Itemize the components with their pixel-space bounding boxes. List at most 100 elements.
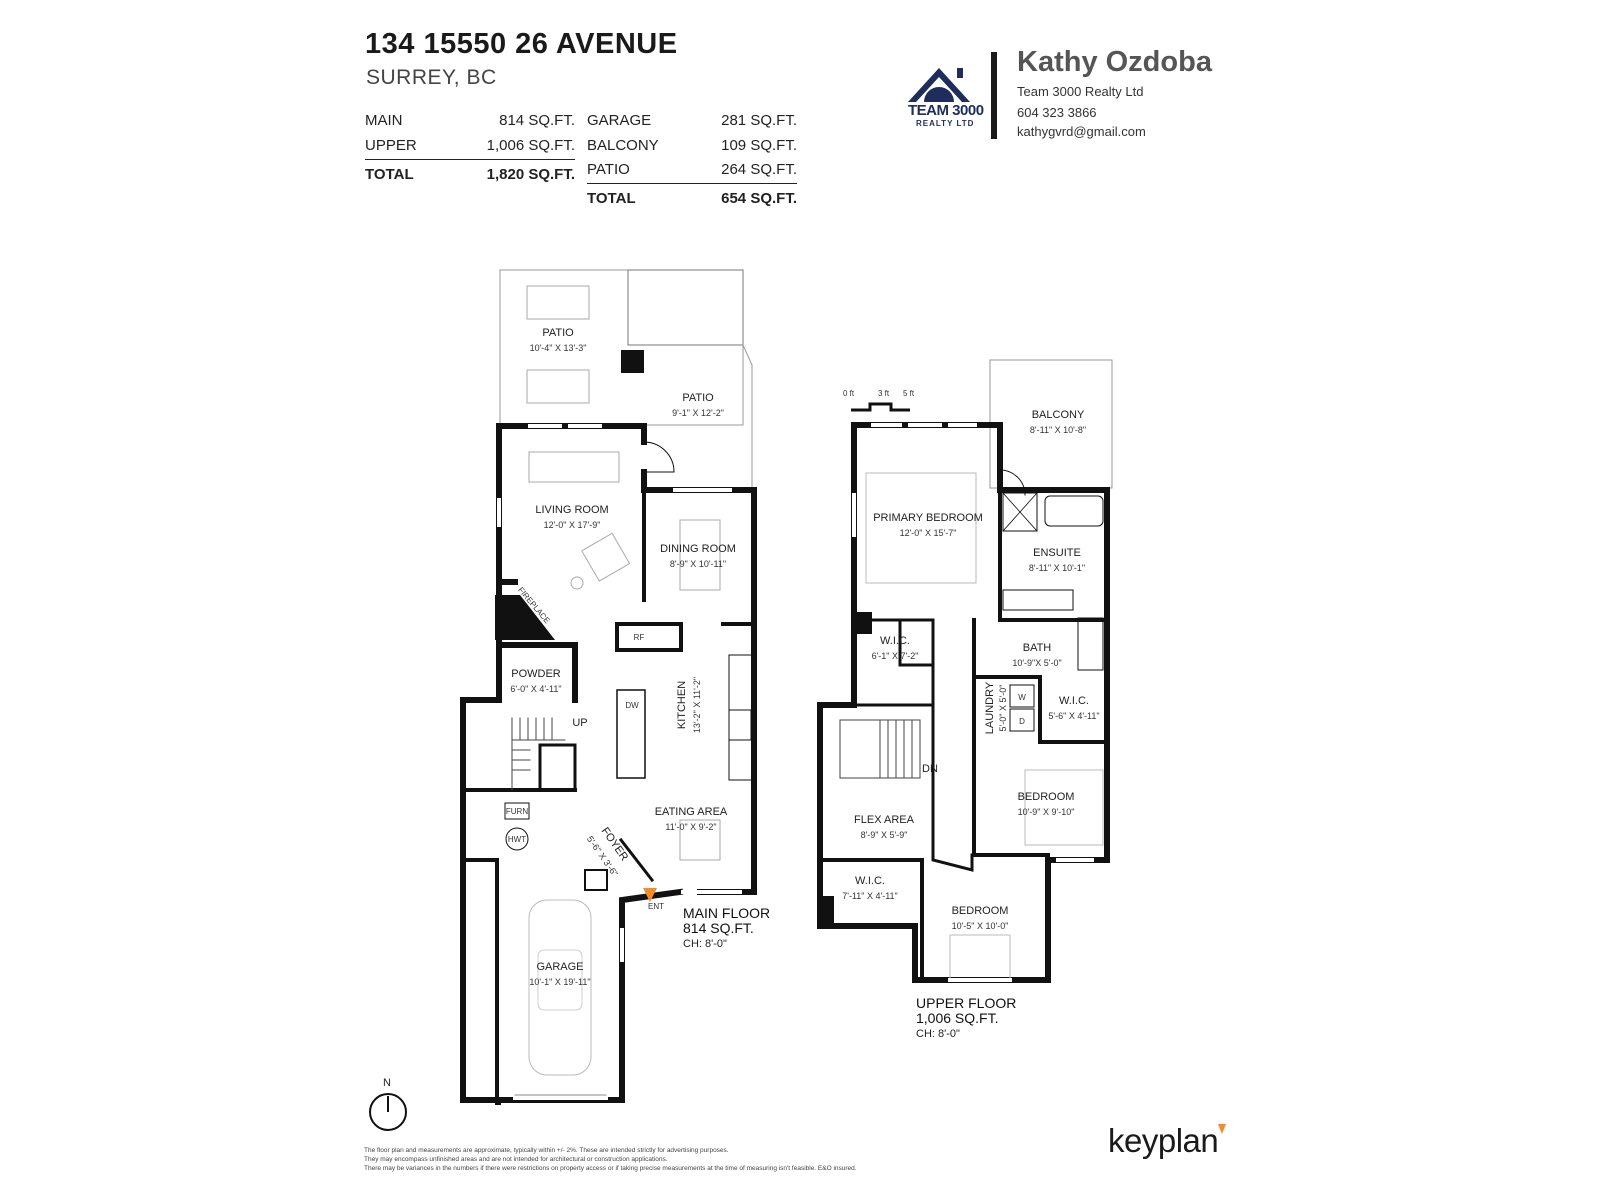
table-divider	[587, 183, 797, 184]
dishwasher-label: DW	[625, 701, 639, 710]
area-value: 281 SQ.FT.	[721, 112, 797, 129]
room-dims: 8'-11" X 10'-1"	[1029, 563, 1085, 573]
scale-5ft: 5 ft	[903, 389, 915, 398]
living-area-table: MAIN 814 SQ.FT. UPPER 1,006 SQ.FT. TOTAL…	[365, 112, 575, 192]
room-name: ENSUITE	[1033, 547, 1081, 559]
room-dims: 11'-0" X 9'-2"	[665, 822, 716, 832]
area-label: PATIO	[587, 161, 630, 178]
compass-north-label: N	[383, 1077, 391, 1089]
room-name: PATIO	[542, 327, 574, 339]
room-dims: 8'-9" X 5'-9"	[861, 830, 908, 840]
room-dims: 6'-0" X 4'-11"	[510, 684, 561, 694]
property-city: SURREY, BC	[366, 66, 497, 89]
room-name: BEDROOM	[952, 905, 1009, 917]
divider-bar	[991, 52, 997, 139]
washer-label: W	[1018, 693, 1026, 702]
room-name: FLEX AREA	[854, 814, 915, 826]
entrance-label: ENT	[648, 902, 664, 911]
room-name: KITCHEN	[676, 681, 688, 729]
disclaimer: The floor plan and measurements are appr…	[364, 1146, 964, 1173]
room-name: DINING ROOM	[660, 543, 736, 555]
main-floor-plan	[460, 269, 757, 1105]
area-row-total: TOTAL 654 SQ.FT.	[587, 190, 797, 210]
entrance-marker	[643, 888, 657, 902]
area-row-total: TOTAL 1,820 SQ.FT.	[365, 166, 575, 186]
area-value: 1,820 SQ.FT.	[486, 166, 575, 183]
agent-email: kathygvrd@gmail.com	[1017, 124, 1146, 139]
room-name: LIVING ROOM	[535, 504, 608, 516]
area-value: 654 SQ.FT.	[721, 190, 797, 207]
logo-subtext: REALTY LTD	[916, 119, 975, 128]
room-dims: 10'-9"X 5'-0"	[1012, 658, 1061, 668]
room-dims: 12'-0" X 17'-9"	[544, 520, 601, 530]
main-floor-title: MAIN FLOOR	[683, 905, 770, 921]
keyplan-mark-icon	[1218, 1124, 1226, 1134]
area-label: TOTAL	[587, 190, 636, 207]
area-row-garage: GARAGE 281 SQ.FT.	[587, 112, 797, 132]
room-name: GARAGE	[536, 961, 583, 973]
room-name: PRIMARY BEDROOM	[873, 512, 983, 524]
table-divider	[365, 159, 575, 160]
room-name: W.I.C.	[1059, 695, 1089, 707]
room-dims: 10'-4" X 13'-3"	[530, 343, 587, 353]
room-dims: 9'-1" X 12'-2"	[672, 408, 724, 418]
upper-floor-plan	[817, 359, 1113, 983]
keyplan-logo: keyplan	[1108, 1122, 1219, 1159]
room-name: POWDER	[511, 668, 561, 680]
other-area-table: GARAGE 281 SQ.FT. BALCONY 109 SQ.FT. PAT…	[587, 112, 797, 212]
room-dims: 5'-0" X 5'-0"	[998, 685, 1008, 732]
main-floor-summary: MAIN FLOOR 814 SQ.FT. CH: 8'-0"	[683, 905, 770, 950]
dryer-label: D	[1019, 717, 1025, 726]
stairs-up-label: UP	[572, 717, 587, 729]
area-label: TOTAL	[365, 166, 414, 183]
area-label: UPPER	[365, 137, 417, 154]
compass-icon: N	[369, 1077, 407, 1131]
disclaimer-line: They may encompass unfinished areas and …	[364, 1156, 668, 1163]
upper-floor-labels: BALCONY 8'-11" X 10'-8" PRIMARY BEDROOM …	[842, 409, 1099, 931]
room-dims: 12'-0" X 15'-7"	[900, 528, 957, 538]
agent-company: Team 3000 Realty Ltd	[1017, 84, 1144, 99]
area-row-patio: PATIO 264 SQ.FT.	[587, 161, 797, 181]
property-address: 134 15550 26 AVENUE	[365, 28, 678, 60]
furnace-label: FURN	[506, 807, 528, 816]
room-dims: 10'-9" X 9'-10"	[1018, 807, 1075, 817]
area-label: BALCONY	[587, 137, 659, 154]
room-name: W.I.C.	[880, 635, 910, 647]
logo-text: TEAM 3000	[908, 102, 984, 119]
room-dims: 7'-11" X 4'-11"	[842, 891, 898, 901]
room-dims: 10'-1" X 19'-11"	[529, 977, 590, 987]
room-dims: 5'-6" X 4'-11"	[1048, 711, 1099, 721]
area-row-balcony: BALCONY 109 SQ.FT.	[587, 137, 797, 157]
room-dims: 6'-1" X 7'-2"	[872, 651, 919, 661]
room-name: W.I.C.	[855, 875, 885, 887]
upper-floor-summary: UPPER FLOOR 1,006 SQ.FT. CH: 8'-0"	[916, 995, 1016, 1040]
area-row-upper: UPPER 1,006 SQ.FT.	[365, 137, 575, 157]
room-dims: 8'-11" X 10'-8"	[1030, 425, 1086, 435]
agent-phone: 604 323 3866	[1017, 105, 1097, 120]
room-name: BEDROOM	[1018, 791, 1075, 803]
area-label: GARAGE	[587, 112, 652, 129]
scale-bar: 0 ft 3 ft 5 ft	[843, 389, 915, 412]
area-label: MAIN	[365, 112, 403, 129]
disclaimer-line: There may be variances in the numbers if…	[364, 1165, 857, 1172]
room-name: PATIO	[682, 392, 714, 404]
upper-floor-area: 1,006 SQ.FT.	[916, 1010, 998, 1026]
area-value: 1,006 SQ.FT.	[486, 137, 575, 154]
area-value: 264 SQ.FT.	[721, 161, 797, 178]
fridge-label: RF	[634, 633, 645, 642]
main-floor-area: 814 SQ.FT.	[683, 920, 754, 936]
scale-0ft: 0 ft	[843, 389, 855, 398]
agent-name: Kathy Ozdoba	[1017, 46, 1212, 78]
team-3000-logo-icon	[908, 68, 970, 102]
area-value: 814 SQ.FT.	[499, 112, 575, 129]
room-name: BATH	[1023, 642, 1052, 654]
hot-water-tank-label: HWT	[508, 835, 526, 844]
room-name: EATING AREA	[655, 806, 728, 818]
room-name: LAUNDRY	[984, 681, 996, 734]
stairs-down-label: DN	[922, 763, 938, 775]
area-value: 109 SQ.FT.	[721, 137, 797, 154]
main-floor-ceiling: CH: 8'-0"	[683, 938, 727, 950]
room-dims: 10'-5" X 10'-0"	[952, 921, 1009, 931]
disclaimer-line: The floor plan and measurements are appr…	[364, 1147, 729, 1154]
